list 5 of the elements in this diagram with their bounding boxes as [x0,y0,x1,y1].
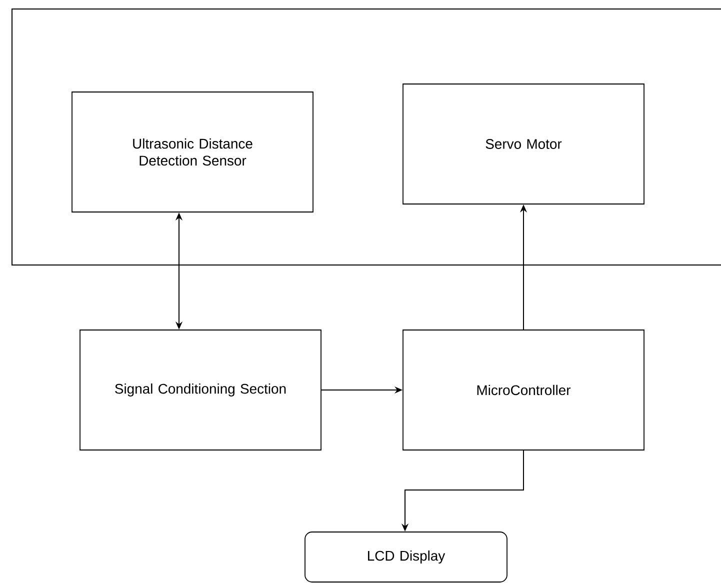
block-box: MicroController [402,330,644,450]
block-box: Ultrasonic Distance Detection Sensor [72,92,314,212]
block-box: Signal Conditioning Section [80,330,322,450]
block-box: Servo Motor [402,84,644,204]
display-box: LCD Display [304,532,508,582]
